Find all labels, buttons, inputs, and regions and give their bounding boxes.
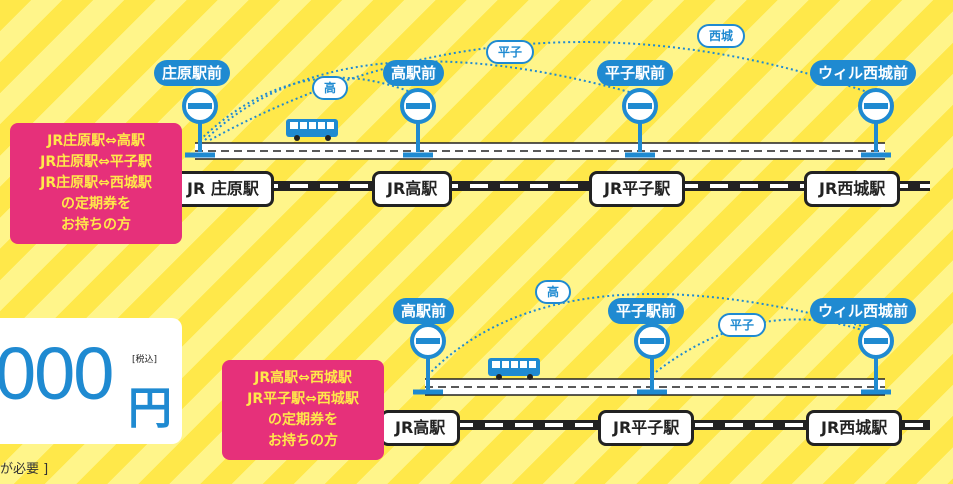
station-taka-2: JR高駅 [380, 410, 461, 446]
bus-stop-label-hirako: 平子駅前 [597, 60, 674, 86]
price-box: 000 [税込] 円 [0, 318, 182, 444]
price-amount: 000 [0, 332, 114, 415]
footnote: が必要 ] [0, 462, 49, 477]
bus-stop-label-taka-2: 高駅前 [393, 298, 455, 324]
road-1 [195, 142, 885, 160]
arc-label-taka: 高 [312, 76, 349, 100]
station-shobara: JR 庄原駅 [172, 171, 274, 207]
station-saijo-2: JR西城駅 [806, 410, 903, 446]
arcs-1 [199, 41, 877, 141]
arcs-2 [427, 293, 877, 376]
bus-icon [488, 358, 540, 380]
arc-label-saijo: 西城 [697, 24, 746, 48]
road-2 [425, 378, 885, 396]
bus-icon [286, 119, 338, 141]
pass-holder-note-1: JR庄原駅⇔高駅 JR庄原駅⇔平子駅 JR庄原駅⇔西城駅 の定期券を お持ちの方 [10, 123, 182, 244]
station-taka: JR高駅 [372, 171, 453, 207]
station-hirako-2: JR平子駅 [598, 410, 695, 446]
currency-yen: 円 [128, 383, 172, 434]
bus-stop-label-will-saijo-2: ウィル西城前 [810, 298, 917, 324]
bus-stop-label-shobara: 庄原駅前 [154, 60, 231, 86]
arc-label-taka-2: 高 [535, 280, 572, 304]
tax-note: [税込] [132, 355, 158, 365]
bus-stops-2 [410, 323, 894, 395]
bus-stops-1 [182, 88, 894, 158]
station-hirako: JR平子駅 [589, 171, 686, 207]
bus-stop-label-will-saijo: ウィル西城前 [810, 60, 917, 86]
pass-holder-note-2: JR高駅⇔西城駅 JR平子駅⇔西城駅 の定期券を お持ちの方 [222, 360, 384, 460]
bus-stop-label-hirako-2: 平子駅前 [608, 298, 685, 324]
arc-label-hirako: 平子 [486, 40, 535, 64]
arc-label-hirako-2: 平子 [718, 313, 767, 337]
bus-stop-label-taka: 高駅前 [383, 60, 445, 86]
station-saijo: JR西城駅 [804, 171, 901, 207]
